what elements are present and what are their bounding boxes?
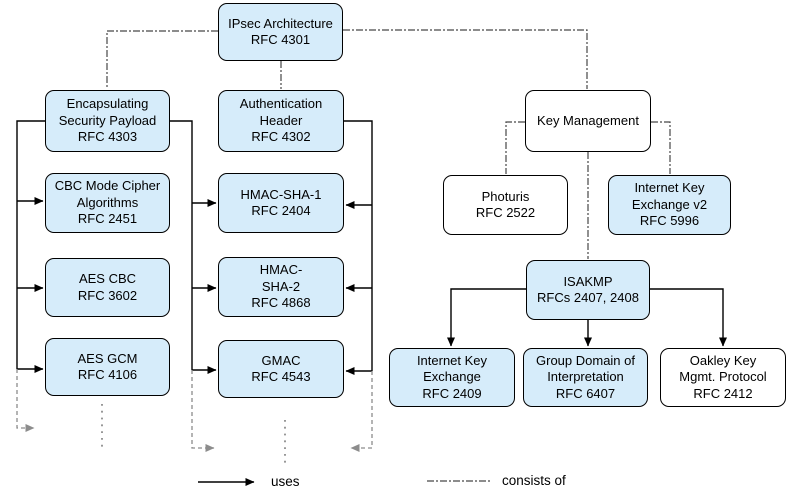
continuation-arrow-middle-right (350, 371, 373, 452)
node-photuris: Photuris RFC 2522 (443, 175, 568, 235)
node-internet-key-exchange: Internet Key Exchange RFC 2409 (389, 348, 515, 407)
line-ipsec-to-esp (106, 30, 218, 89)
arrow-isakmp-to-oakley (650, 288, 727, 347)
arrow-isakmp-to-ike (447, 288, 526, 347)
continuation-arrow-middle-left (191, 370, 215, 452)
node-cbc-mode-cipher-algorithms: CBC Mode Cipher Algorithms RFC 2451 (45, 173, 170, 233)
node-oakley-key-mgmt-protocol: Oakley Key Mgmt. Protocol RFC 2412 (660, 348, 786, 407)
legend-consists-of-label: consists of (502, 473, 566, 488)
node-gmac: GMAC RFC 4543 (218, 340, 344, 398)
esp-left-trunk (16, 120, 45, 369)
esp-right-trunk (170, 120, 193, 370)
node-hmac-sha-1: HMAC-SHA-1 RFC 2404 (218, 173, 344, 233)
line-km-to-photuris (505, 121, 525, 174)
legend-uses-label: uses (271, 474, 300, 489)
continuation-arrow-left-column (16, 369, 35, 432)
node-internet-key-exchange-v2: Internet Key Exchange v2 RFC 5996 (608, 175, 731, 235)
node-aes-cbc: AES CBC RFC 3602 (45, 258, 170, 317)
node-key-management: Key Management (525, 90, 651, 152)
node-aes-gcm: AES GCM RFC 4106 (45, 338, 170, 396)
node-isakmp: ISAKMP RFCs 2407, 2408 (526, 260, 650, 320)
node-authentication-header: Authentication Header RFC 4302 (218, 90, 344, 152)
node-encapsulating-security-payload: Encapsulating Security Payload RFC 4303 (45, 90, 170, 152)
node-ipsec-architecture: IPsec Architecture RFC 4301 (218, 3, 343, 61)
ah-right-trunk (344, 120, 373, 371)
node-hmac-sha-2: HMAC- SHA-2 RFC 4868 (218, 257, 344, 317)
line-ipsec-to-key-management (343, 29, 588, 89)
line-km-to-ikev2 (651, 121, 671, 174)
node-group-domain-of-interpretation: Group Domain of Interpretation RFC 6407 (523, 348, 648, 407)
